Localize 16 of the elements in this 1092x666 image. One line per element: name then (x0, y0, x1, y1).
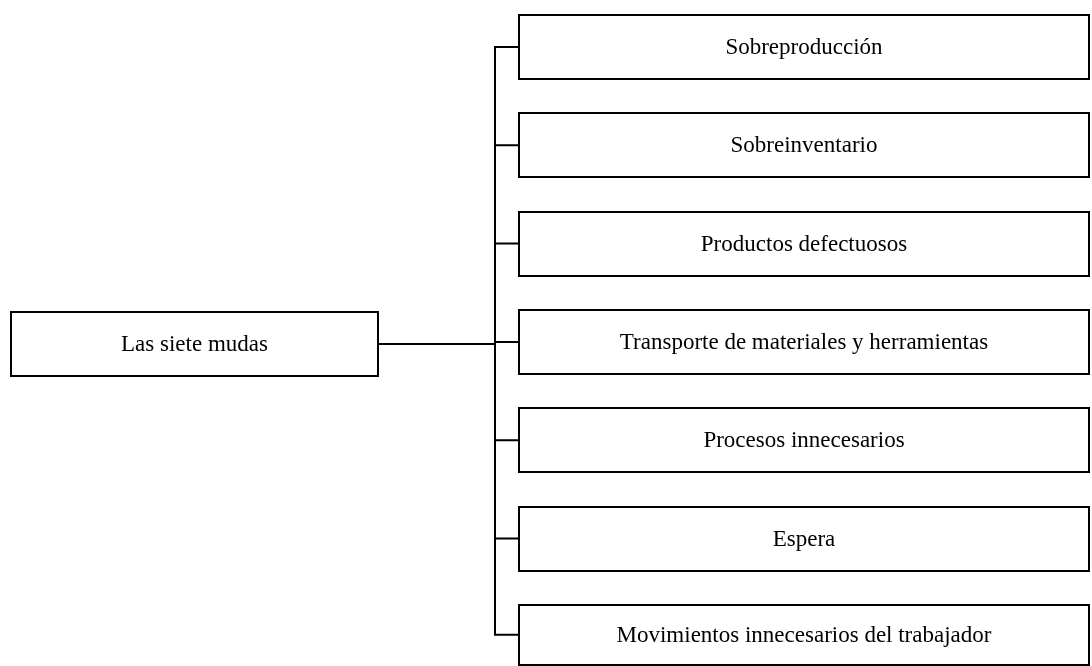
box-label: Sobreproducción (725, 34, 883, 60)
category-box (518, 505, 1090, 572)
box-label: Movimientos innecesarios del trabajador (616, 621, 992, 648)
box-label: Procesos innecesarios (703, 427, 905, 454)
category-box (518, 603, 1090, 666)
box-label: Las siete mudas (121, 331, 268, 357)
box-label: Productos defectuosos (700, 230, 908, 257)
box-label: Espera (772, 525, 836, 552)
category-box (518, 308, 1090, 375)
box-label: Transporte de materiales y herramientas (619, 328, 989, 355)
category-box (518, 112, 1090, 179)
box-label: Sobreinventario (730, 132, 878, 159)
category-box (518, 210, 1090, 277)
category-box (518, 14, 1090, 80)
category-box (518, 407, 1090, 474)
root-box (10, 311, 379, 377)
